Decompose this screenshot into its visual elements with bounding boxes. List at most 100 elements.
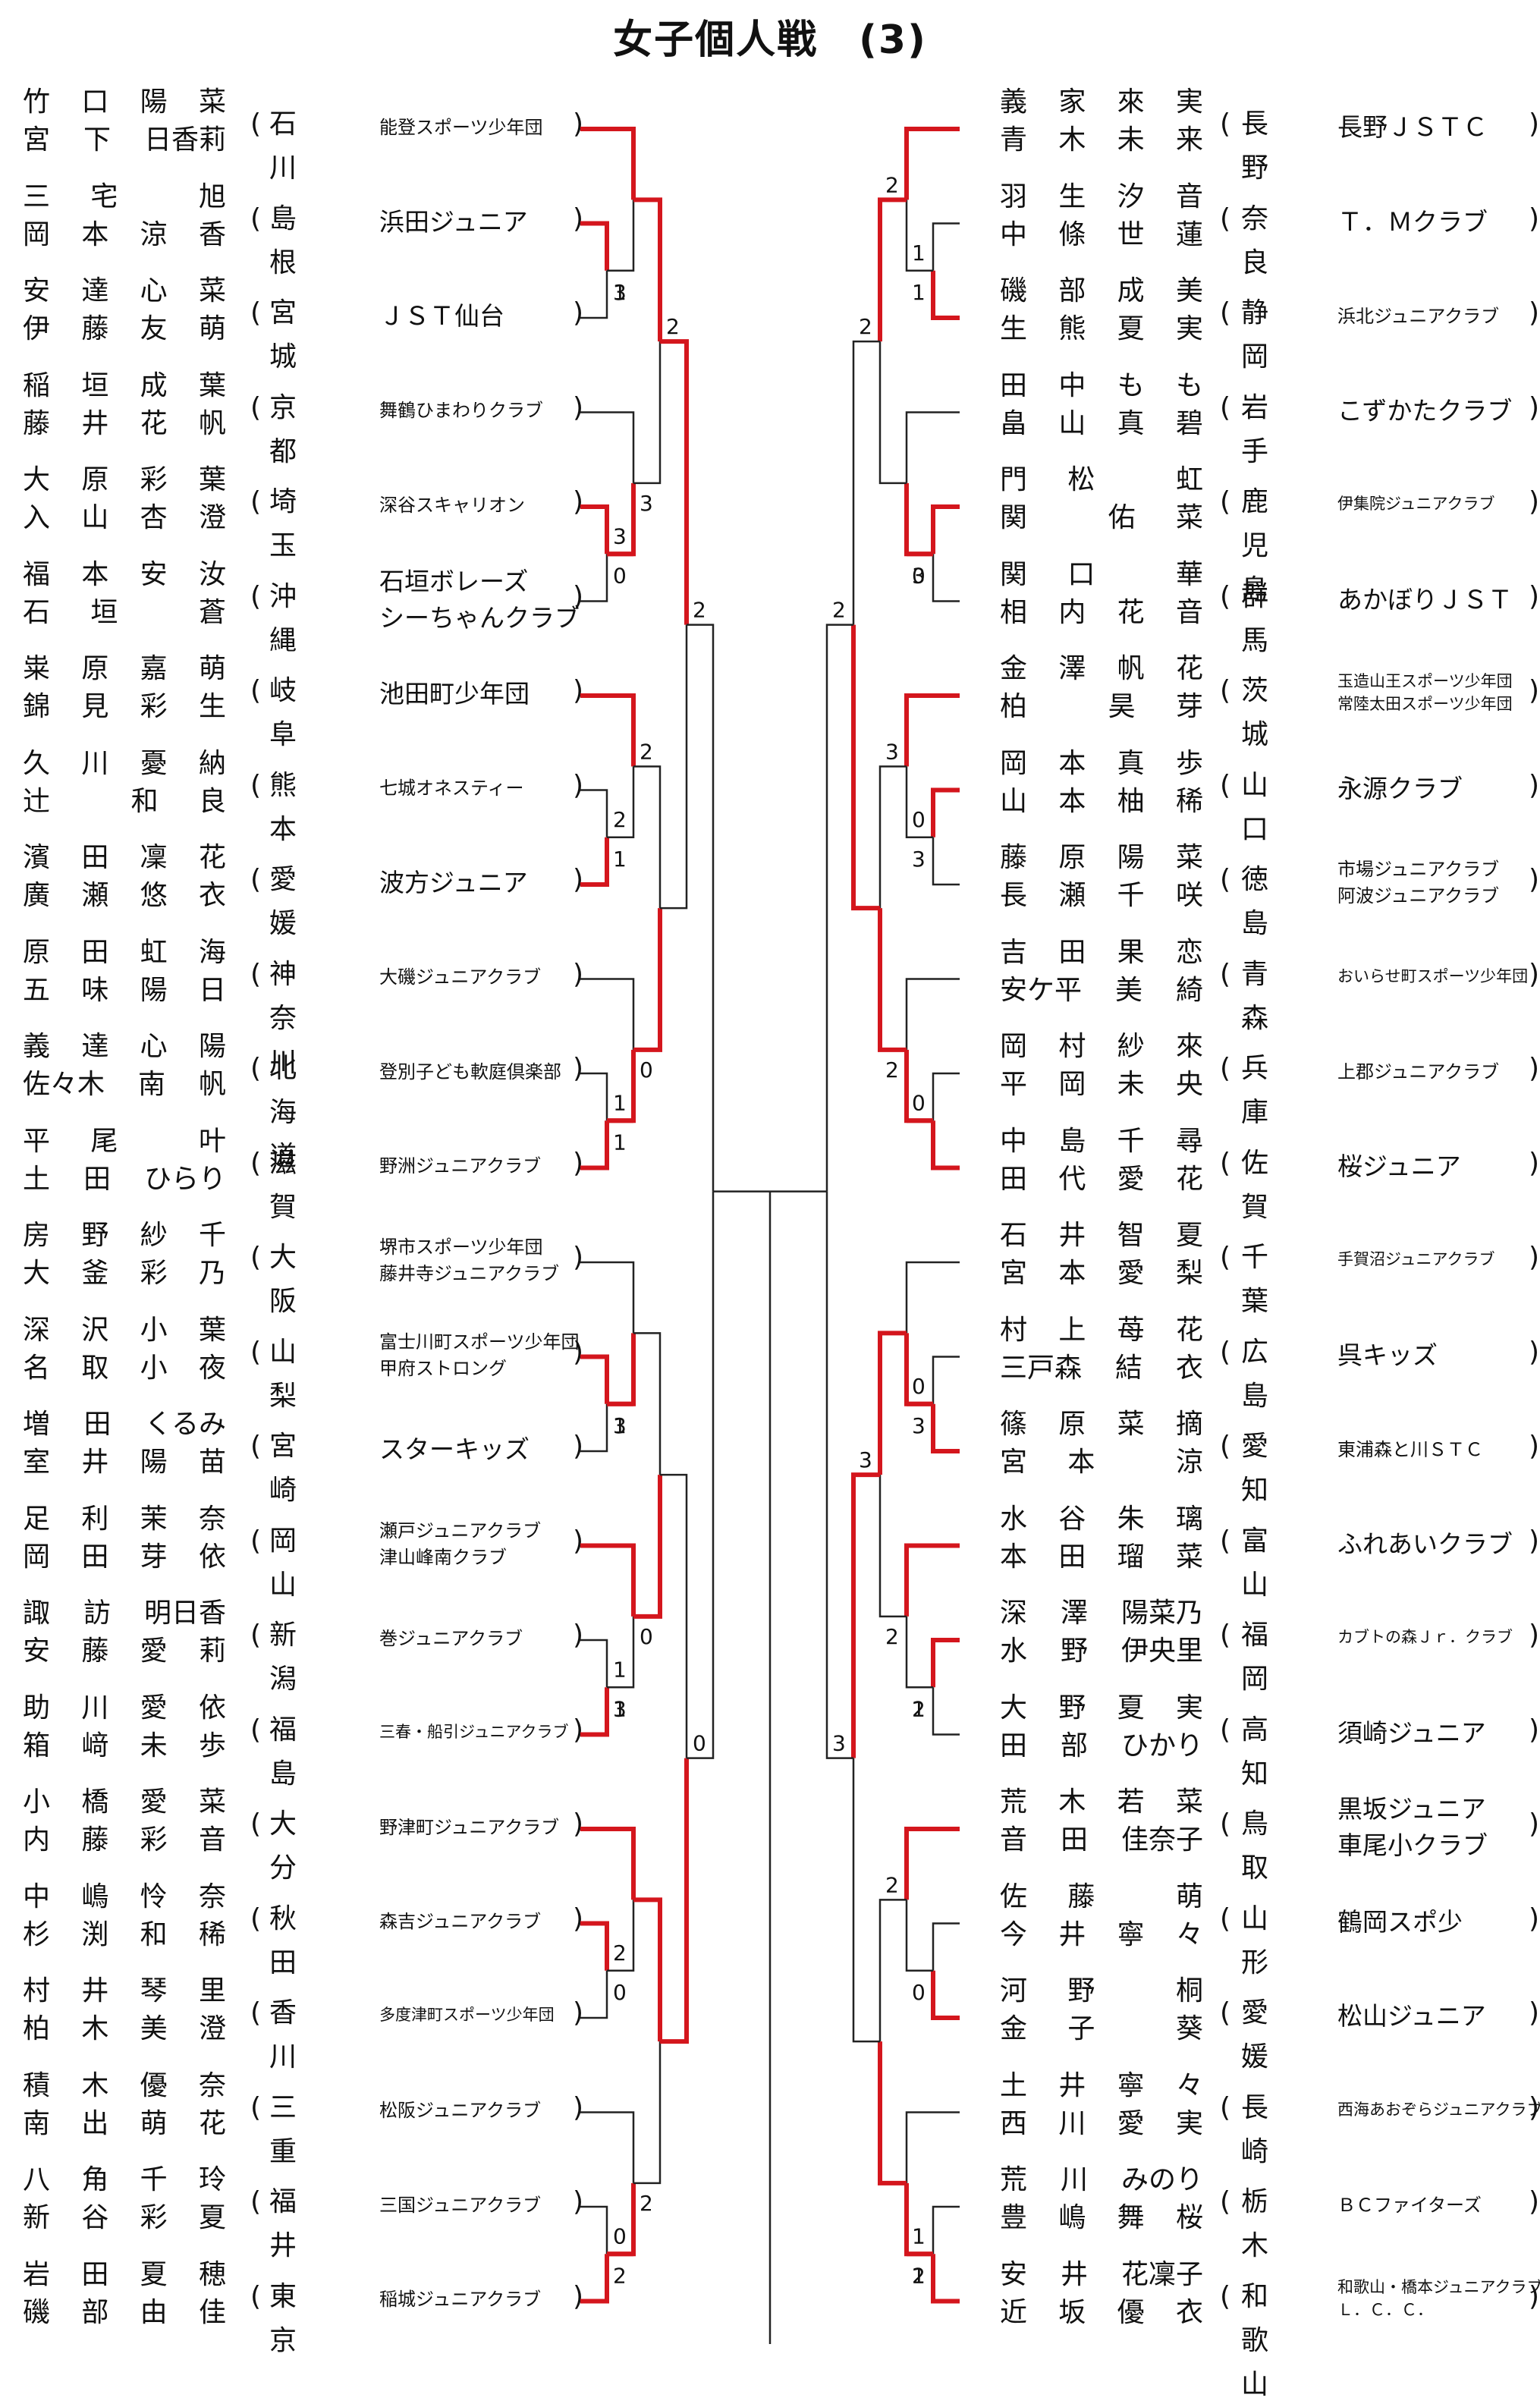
club-line: 富士川町スポーツ少年団: [379, 1331, 580, 1353]
name-part: 藤: [1000, 842, 1028, 873]
name-part: 田: [1000, 369, 1028, 401]
club-line: 上郡ジュニアクラブ: [1337, 1061, 1500, 1083]
name-part: 関: [1000, 558, 1028, 590]
name-part: 部: [1060, 1730, 1088, 1761]
close-paren: ): [573, 864, 584, 895]
name-part: 口: [81, 86, 109, 118]
match-line: [607, 1333, 636, 1406]
score-label: 1: [912, 240, 926, 266]
name-part: 玲: [198, 2164, 226, 2195]
player-name: 宮本涼: [1000, 1444, 1203, 1482]
match-line: [905, 978, 960, 1050]
close-paren: ): [1529, 1808, 1540, 1840]
close-paren: ): [1529, 486, 1540, 517]
name-part: 沢: [81, 1314, 109, 1346]
name-part: 田: [1060, 1824, 1088, 1856]
club-name: こずかたクラブ: [1337, 380, 1512, 438]
name-part: 嘉: [140, 653, 168, 684]
open-paren: (: [250, 769, 262, 801]
name-part: 釜: [81, 1258, 109, 1289]
club-name: カブトの森Ｊｒ．クラブ: [1337, 1607, 1513, 1665]
club-line: 和歌山・橋本ジュニアクラブ: [1337, 2277, 1540, 2296]
club-line: 東浦森と川ＳＴＣ: [1337, 1438, 1483, 1460]
name-part: 舞: [1117, 2202, 1145, 2233]
open-paren: (: [250, 1903, 262, 1934]
close-paren: ): [573, 1903, 584, 1934]
name-part: 萌: [140, 2107, 168, 2139]
match-line: [878, 197, 907, 342]
match-line: [931, 270, 960, 320]
prefecture: 徳島: [1241, 864, 1269, 939]
name-part: 荒: [1000, 2164, 1028, 2195]
score-label: 3: [912, 563, 926, 588]
name-part: 陽: [140, 974, 168, 1006]
name-part: 川: [81, 1692, 109, 1724]
match-line: [660, 339, 689, 625]
close-paren: ): [1529, 108, 1540, 140]
score-label: 3: [613, 1696, 627, 1721]
player-name: 安ケ平美綺: [1000, 972, 1203, 1010]
name-part: 谷: [1058, 1503, 1086, 1535]
match-line: [852, 1758, 880, 2043]
match-line: [580, 270, 608, 319]
club-line: おいらせ町スポーツ少年団: [1337, 966, 1529, 985]
name-part: 佐々木: [23, 1069, 105, 1100]
club-line: 森吉ジュニアクラブ: [379, 1911, 542, 1932]
close-paren: ): [1529, 1147, 1540, 1179]
score-label: 1: [613, 280, 627, 305]
match-line: [580, 2111, 635, 2183]
club-name: 石垣ボレーズシーちゃんクラブ: [379, 567, 580, 633]
name-part: 井: [1058, 2069, 1086, 2101]
name-part: 萌: [198, 653, 226, 684]
prefecture: 長野: [1241, 108, 1269, 184]
name-part: 村: [23, 1975, 51, 2006]
player-name: 水野伊央里: [1000, 1632, 1203, 1670]
name-part: 瑠: [1117, 1541, 1145, 1573]
name-part: 千: [140, 2164, 168, 2195]
name-part: 木: [81, 2069, 109, 2101]
name-part: 子: [1067, 2013, 1095, 2044]
name-part: 柏: [1000, 691, 1028, 722]
name-part: 愛: [1117, 1163, 1145, 1195]
name-part: 萌: [1175, 1881, 1203, 1912]
name-part: 嶋: [81, 1881, 109, 1912]
player-name: 義達心陽: [23, 1028, 226, 1066]
match-line: [851, 1472, 880, 1758]
name-part: 岩: [23, 2258, 51, 2290]
match-line: [932, 1922, 960, 1971]
name-part: 瀬: [1058, 880, 1086, 911]
club-name: 深谷スキャリオン: [379, 474, 525, 532]
name-part: 昊: [1108, 691, 1136, 722]
name-part: 美: [1175, 275, 1203, 306]
name-part: 宅: [90, 181, 118, 212]
prefecture: 岡山: [269, 1525, 297, 1601]
name-part: 心: [140, 1031, 168, 1062]
name-part: 世: [1117, 218, 1145, 250]
club-name: 舞鶴ひまわりクラブ: [379, 380, 543, 438]
close-paren: ): [573, 297, 584, 328]
club-name: 三春・船引ジュニアクラブ: [379, 1702, 568, 1760]
name-part: 澤: [1058, 653, 1086, 684]
player-name: 金澤帆花: [1000, 650, 1203, 688]
score-label: 2: [912, 2263, 926, 2288]
match-line: [904, 1543, 960, 1617]
name-part: 橋: [81, 1786, 109, 1818]
name-part: 箱: [23, 1730, 51, 1761]
name-part: 茉: [140, 1503, 168, 1535]
tournament-bracket: 1330211113113200232002211030300321011223…: [580, 127, 960, 2344]
name-part: 真: [1117, 407, 1145, 439]
name-part: 安: [1000, 2258, 1028, 2290]
player-name: 安達心菜: [23, 272, 226, 310]
name-part: 田: [81, 1541, 109, 1573]
open-paren: (: [250, 1336, 262, 1368]
club-line: 浜田ジュニア: [379, 206, 528, 237]
name-part: 尋: [1175, 1125, 1203, 1157]
name-part: 家: [1058, 86, 1086, 118]
score-label: 2: [885, 1872, 899, 1897]
name-part: 夏: [1175, 1220, 1203, 1251]
match-line: [878, 1475, 907, 1618]
name-part: 村: [1058, 1031, 1086, 1062]
player-name: 畠山真碧: [1000, 405, 1203, 443]
name-part: 口: [1067, 558, 1095, 590]
club-line: 松山ジュニア: [1337, 2001, 1486, 2031]
